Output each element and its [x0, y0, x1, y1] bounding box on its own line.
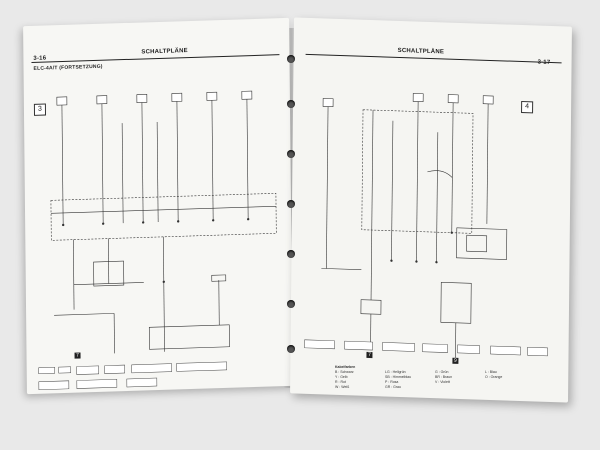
- legend-row: W : Weiß GR : Grau O : Orange: [335, 385, 545, 390]
- left-ref-7: 7: [74, 352, 81, 359]
- left-wiring-diagram: [50, 90, 277, 354]
- right-section-title: SCHALTPLÄNE: [397, 47, 445, 56]
- legend-item: P : Rosa: [385, 380, 399, 384]
- legend-item: BR : Braun: [435, 375, 453, 379]
- left-subtitle: ELC-4A/T (FORTSETZUNG): [33, 63, 103, 72]
- legend-item: V : Violett: [435, 380, 450, 384]
- legend-item: O : Orange: [485, 375, 503, 379]
- right-wiring-diagram: [321, 93, 508, 358]
- binder-hole: [287, 300, 295, 308]
- legend-item: LG : Hellgrün: [385, 370, 406, 374]
- legend-item: G : Grün: [435, 370, 449, 374]
- legend-item: B : Schwarz: [335, 370, 354, 374]
- legend-row: Y : Gelb SB : Himmelblau BR : Braun O : …: [335, 375, 545, 380]
- left-connector-details: [38, 361, 227, 391]
- right-header-rule: [305, 53, 562, 64]
- binder-hole: [287, 150, 295, 158]
- legend-item: Y : Gelb: [335, 375, 348, 379]
- binder-hole: [287, 100, 295, 108]
- legend-row: B : Schwarz LG : Hellgrün G : Grün L : B…: [335, 370, 545, 375]
- left-section-title: SCHALTPLÄNE: [141, 48, 188, 56]
- legend-item: SB : Himmelblau: [385, 375, 412, 379]
- legend-row: R : Rot P : Rosa V : Violett: [335, 380, 545, 385]
- legend-item: W : Weiß: [335, 385, 350, 389]
- binder-hole: [287, 250, 295, 258]
- left-header-rule: [31, 54, 280, 63]
- left-page: 3-16 SCHALTPLÄNE ELC-4A/T (FORTSETZUNG) …: [23, 17, 293, 395]
- right-connector-details: [304, 339, 548, 357]
- legend-item: GR : Grau: [385, 385, 401, 389]
- binder-hole: [287, 345, 295, 353]
- binder-hole: [287, 200, 295, 208]
- legend-title: Kabelfarben: [335, 365, 356, 369]
- right-page: SCHALTPLÄNE 3-17 4: [290, 17, 572, 403]
- legend-item: R : Rot: [335, 380, 346, 384]
- legend-item: L : Blau: [485, 370, 497, 374]
- binder-hole: [287, 55, 295, 63]
- wire-color-legend: Kabelfarben B : Schwarz LG : Hellgrün G …: [335, 365, 545, 390]
